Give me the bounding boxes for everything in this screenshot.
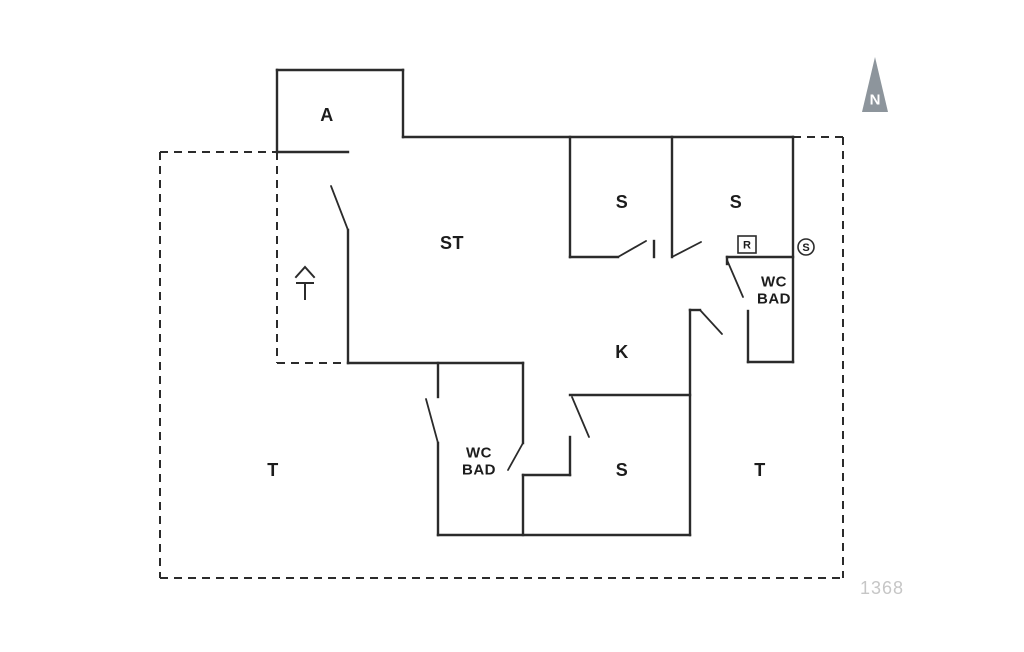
north-label: N [870, 92, 881, 109]
room-label-s-lower: S [616, 460, 629, 480]
door-leaf [617, 240, 647, 258]
room-label-t-left: T [267, 460, 279, 480]
door-leaf [726, 259, 744, 298]
radiator-box-label: R [743, 240, 751, 252]
circle-s-label: S [802, 242, 809, 254]
room-label-s1: S [616, 192, 629, 212]
door-leaf [571, 396, 590, 438]
door-leaf [425, 398, 439, 444]
north-arrow-icon [862, 57, 888, 112]
room-label-wc-upper: WC [761, 274, 787, 291]
door-leaf [330, 185, 349, 231]
plan-number: 1368 [860, 578, 905, 598]
walls [275, 68, 795, 537]
room-label-s2: S [730, 192, 743, 212]
room-label-a: A [320, 105, 334, 125]
room-label-st: ST [440, 233, 464, 253]
door-leaf [699, 309, 723, 335]
north-arrow: N [862, 57, 888, 112]
plot-boundary [159, 136, 844, 579]
room-label-t-right: T [754, 460, 766, 480]
door-leaf [507, 442, 524, 471]
radiator-box-symbol [737, 235, 757, 254]
door-leaf [671, 241, 702, 258]
door-swings [330, 185, 744, 471]
room-label-bad-lower: BAD [462, 462, 496, 479]
room-label-k: K [615, 342, 629, 362]
room-label-bad-upper: BAD [757, 291, 791, 308]
attic-hatch-symbol-arrow [294, 265, 316, 279]
room-label-wc-lower: WC [466, 445, 492, 462]
circle-s-symbol [797, 238, 815, 256]
